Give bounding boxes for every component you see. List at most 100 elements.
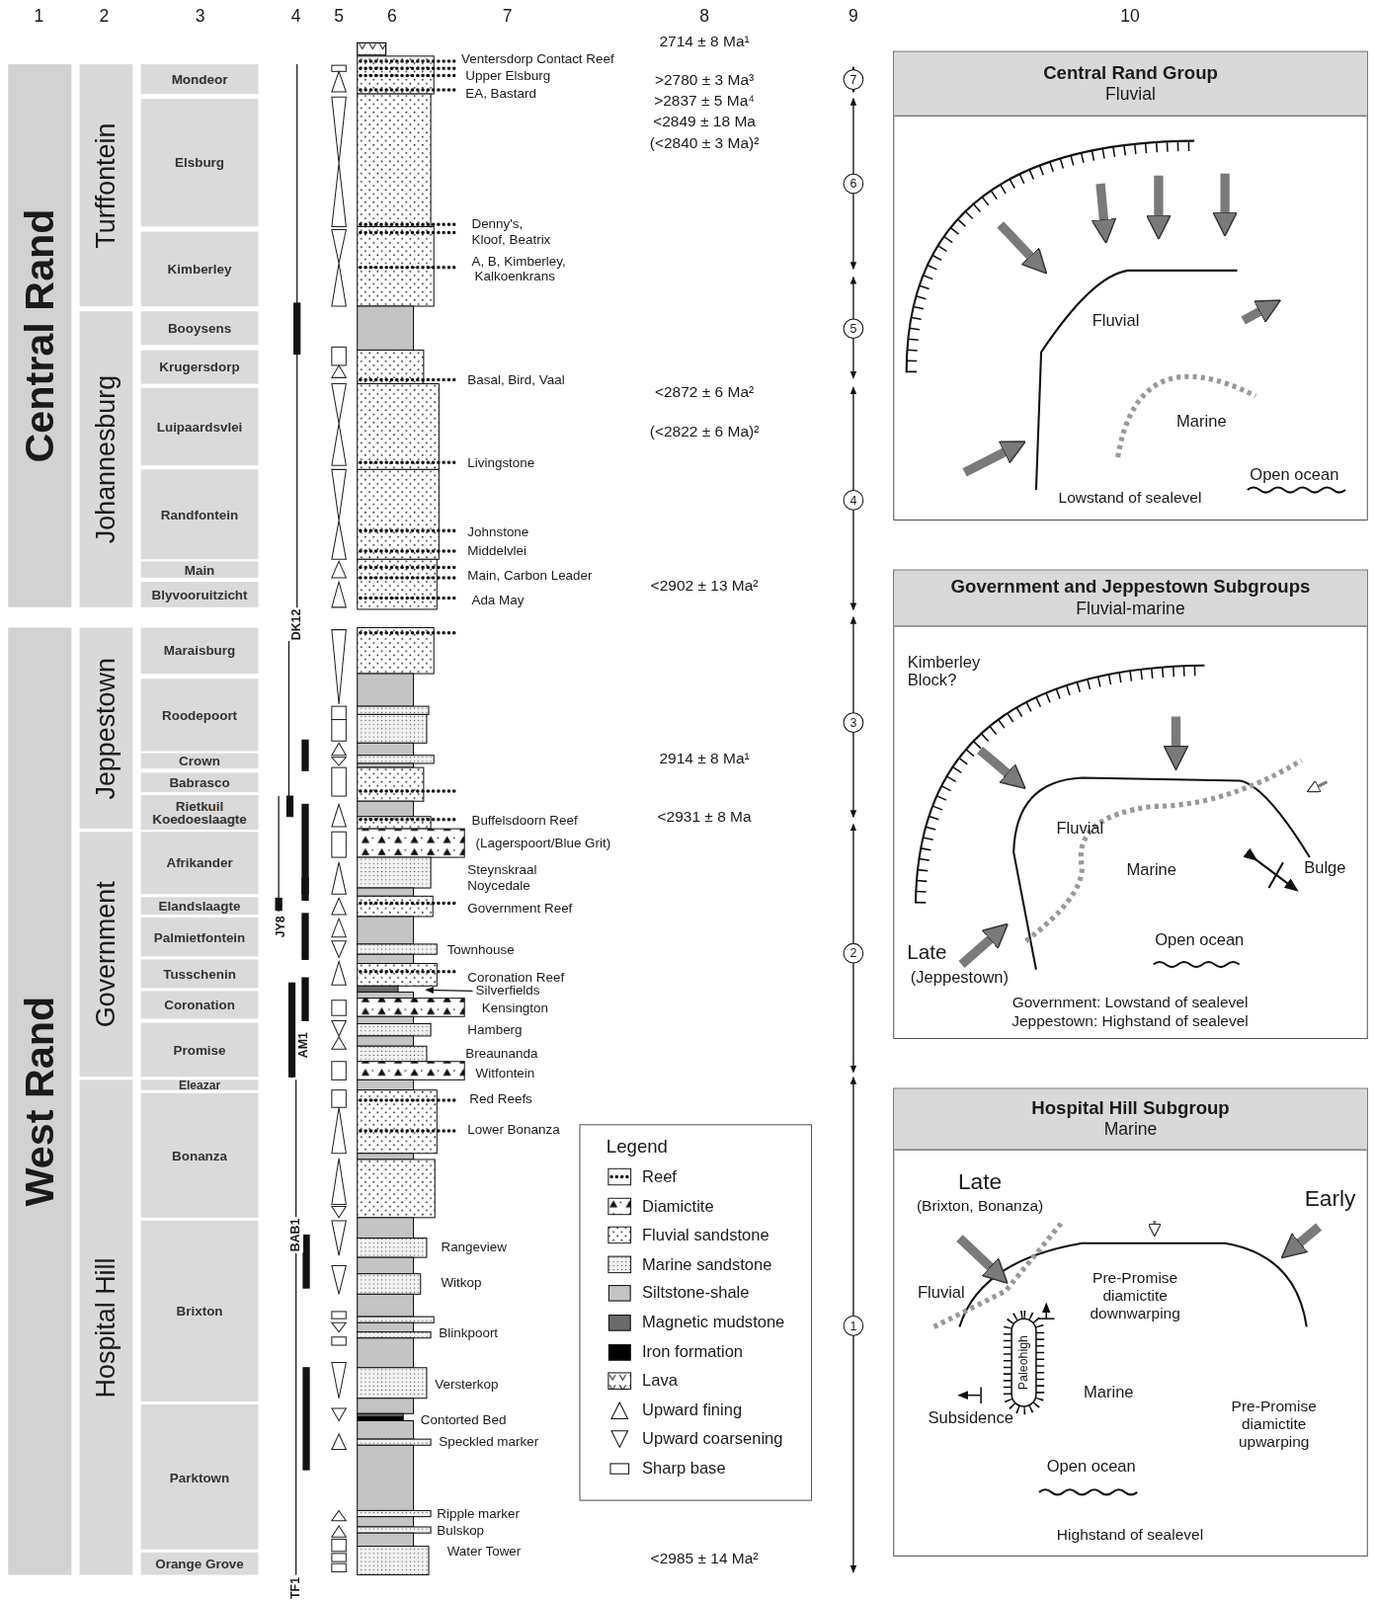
stage-circle: 7: [843, 69, 865, 90]
legend-swatch: [607, 1167, 633, 1187]
bed: [357, 706, 429, 715]
core-name: DK12: [290, 608, 305, 643]
bed: [357, 1316, 435, 1323]
bed: [357, 944, 438, 955]
panel-note: Kimberley Block?: [907, 652, 1000, 691]
trend-triangle: [331, 1434, 346, 1451]
formation-box: Luipaardsvlei: [141, 388, 259, 467]
formation-name: Afrikander: [165, 856, 233, 870]
formation-box: Afrikander: [141, 831, 259, 894]
formation-name: Orange Grove: [155, 1556, 244, 1570]
panel-title: Central Rand Group: [1043, 62, 1218, 84]
panel-note: (Jeppestown): [910, 969, 1009, 988]
trend-triangle: [331, 630, 346, 705]
column-number: 5: [333, 5, 344, 26]
stage-number: 7: [849, 73, 857, 85]
trend-triangle: [331, 862, 346, 894]
stage-circle: 1: [843, 1315, 865, 1337]
bed: [357, 1510, 431, 1517]
panel-note: Fluvial: [1055, 819, 1104, 839]
panel-header: Central Rand GroupFluvial: [893, 52, 1367, 117]
formation-name: Elsburg: [174, 156, 225, 169]
trend-triangle: [331, 742, 346, 755]
legend-swatch: [607, 1255, 633, 1275]
panel-subtitle: Fluvial: [1105, 83, 1156, 105]
formation-name: Rietkuil: [175, 799, 225, 812]
formation-name: Randfontein: [161, 507, 239, 521]
legend-text: Upward coarsening: [642, 1430, 783, 1450]
sharp-base: [331, 720, 346, 742]
panel-note: Subsidence: [928, 1408, 1014, 1428]
bed: [357, 1217, 414, 1239]
reef-dots: [360, 265, 456, 270]
legend-swatch: [607, 1401, 633, 1421]
reef-name: Johnstone: [467, 524, 529, 540]
formation-name: Koedoeslaagte: [152, 811, 247, 825]
formation-name: Brixton: [176, 1304, 224, 1318]
formation-box: Mondeor: [141, 64, 259, 94]
bed: [357, 1416, 405, 1421]
trend-triangle: [331, 230, 346, 264]
legend-text: Iron formation: [642, 1343, 743, 1363]
formation-name: Babrasco: [168, 775, 230, 789]
sharp-base: [331, 1538, 346, 1551]
trend-triangle: [331, 757, 346, 766]
legend-text: Magnetic mudstone: [642, 1313, 785, 1333]
bed: [357, 1546, 429, 1576]
bed: [357, 767, 424, 802]
trend-triangle: [331, 961, 346, 985]
bed: [357, 1421, 414, 1441]
bed: [357, 1024, 431, 1037]
bed: [357, 1061, 466, 1081]
reef-name: Main, Carbon Leader: [467, 568, 592, 584]
reef-name: Red Reefs: [469, 1092, 532, 1108]
formation-name: Roodepoort: [161, 708, 238, 722]
formation-box: Main: [141, 561, 259, 578]
panel-note: Pre-Promise diamictite downwarping: [1068, 1269, 1202, 1322]
legend-text: Diamictite: [642, 1197, 715, 1216]
reef-name: Kloof, Beatrix: [471, 233, 551, 248]
legend-swatch: [607, 1430, 633, 1450]
formation-box: Blyvooruitzicht: [141, 581, 259, 608]
stage-number: 5: [849, 323, 857, 335]
trend-triangle: [331, 1526, 346, 1537]
reef-name: Kalkoenkrans: [475, 269, 556, 285]
panel-note: Lowstand of sealevel: [1058, 488, 1203, 507]
legend-text: Siltstone-shale: [642, 1284, 749, 1303]
formation-name: Krugersdorp: [159, 360, 240, 374]
formation-name: Luipaardsvlei: [157, 419, 243, 433]
trend-triangle: [331, 1037, 346, 1050]
bed: [357, 628, 435, 675]
trend-triangle: [331, 365, 346, 378]
panel-note: Marine: [1083, 1382, 1134, 1402]
panel-note: Marine: [1126, 860, 1177, 880]
reef-dots: [360, 460, 456, 465]
trend-triangle: [331, 469, 346, 521]
trend-triangle: [331, 71, 346, 92]
formation-name: Tusschenin: [162, 967, 237, 980]
bed: [357, 816, 431, 829]
subgroup-band: Hospital Hill: [80, 1079, 134, 1575]
bed: [357, 1016, 414, 1024]
reef-name: Witkop: [440, 1276, 482, 1292]
reef-dots: [360, 817, 456, 822]
group-band: West Rand: [7, 628, 72, 1576]
reef-name: Speckled marker: [438, 1435, 539, 1451]
trend-triangle: [331, 804, 346, 827]
formation-name: Crown: [178, 754, 221, 768]
reef-dots: [360, 970, 456, 974]
reef-dots: [360, 74, 456, 79]
reef-name: EA, Bastard: [465, 86, 537, 102]
panel-note: Open ocean: [1047, 1457, 1136, 1477]
reef-name: A, B, Kimberley,: [471, 253, 566, 269]
legend-swatch: [607, 1459, 633, 1479]
sharp-base: [331, 1553, 346, 1562]
bed: [357, 1517, 414, 1528]
trend-triangle: [331, 1107, 346, 1154]
age-date: <2902 ± 13 Ma²: [650, 576, 759, 595]
bed: [357, 1527, 431, 1534]
bed: [357, 888, 414, 896]
panel-header: Government and Jeppestown SubgroupsFluvi…: [893, 570, 1367, 628]
reef-dots: [360, 566, 456, 570]
age-date: 2714 ± 8 Ma¹: [658, 31, 749, 50]
